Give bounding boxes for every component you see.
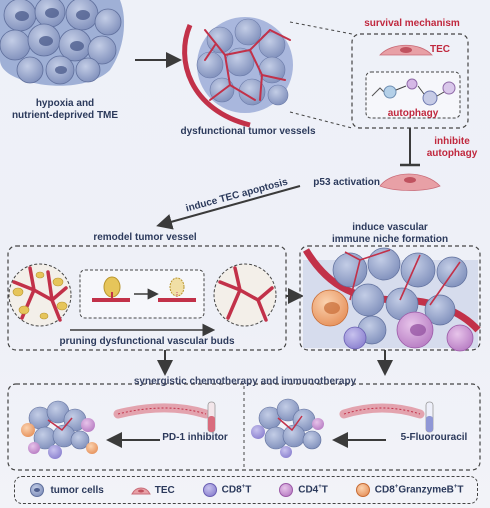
synergistic-box <box>7 383 481 471</box>
legend-cd8-granzymeb-t: CD8+GranzymeB+T <box>355 483 464 497</box>
cd4-t-cell-icon <box>279 483 294 497</box>
pruning-detail-icons <box>92 276 196 302</box>
niche-box <box>299 245 481 351</box>
arrow-induce-apoptosis <box>156 185 301 230</box>
label-pruning: pruning dysfunctional vascular buds <box>59 336 235 347</box>
tumor-pd1-treated <box>21 400 98 459</box>
legend-tec: TEC <box>130 483 175 497</box>
immune-niche-illustration <box>302 247 481 352</box>
label-autophagy: autophagy <box>387 108 439 119</box>
legend-cd8-tail: T <box>245 484 252 496</box>
tme-tumor-cluster <box>0 0 125 86</box>
vessel-with-buds <box>8 263 72 327</box>
tumor-fu-treated <box>251 398 324 458</box>
vessel-pruned <box>213 263 277 327</box>
remodel-box <box>7 245 287 351</box>
legend-gz-sup2: + <box>453 484 458 491</box>
legend-gz-mid: GranzymeB <box>398 484 454 496</box>
label-p53-activation: p53 activation <box>313 177 380 188</box>
legend-cd4-t: CD4+T <box>278 483 328 497</box>
autophagy-box <box>365 71 461 119</box>
legend-cd8-sup: + <box>241 484 246 491</box>
label-inhibit-autophagy: inhibite autophagy <box>426 136 478 159</box>
legend-tumor-cells-label: tumor cells <box>50 484 104 496</box>
label-tec: TEC <box>430 44 450 55</box>
tumor-cell-icon <box>30 483 45 497</box>
legend-cd8-t: CD8+T <box>202 483 252 497</box>
legend-cd4-tail: T <box>321 484 328 496</box>
legend-gz-tail: T <box>457 484 464 496</box>
cd8-t-cell-icon <box>202 483 217 497</box>
label-survival-mechanism: survival mechanism <box>364 18 460 29</box>
label-synergistic: synergistic chemotherapy and immunothera… <box>133 376 357 387</box>
label-fluorouracil: 5-Fluorouracil <box>400 432 468 443</box>
cd8-granzymeb-t-cell-icon <box>355 483 370 497</box>
fu-vessel <box>339 403 425 419</box>
fluorouracil-tube <box>425 401 434 433</box>
label-induce-niche: induce vascular immune niche formation <box>331 222 449 245</box>
legend-tumor-cells: tumor cells <box>28 483 104 497</box>
legend-cd4-sup: + <box>318 484 322 491</box>
pd1-vessel <box>113 403 211 419</box>
legend-tec-label: TEC <box>154 484 175 496</box>
label-dysfunctional-vessels: dysfunctional tumor vessels <box>180 126 316 137</box>
legend-gz-sup: + <box>394 484 399 491</box>
legend: tumor cells TEC CD8+T CD4+T CD8+Granzyme… <box>14 476 478 504</box>
tec-cell-p53 <box>379 173 441 191</box>
pd1-inhibitor-tube <box>207 401 216 433</box>
label-tme: hypoxia and nutrient-deprived TME <box>11 98 119 121</box>
tec-cell-survival <box>379 44 433 56</box>
tec-icon <box>130 487 151 495</box>
legend-cd4-label: CD4 <box>298 484 319 496</box>
legend-gz-label: CD8 <box>374 484 395 496</box>
tumor-vessel-sphere <box>182 17 293 128</box>
autophagy-icon <box>371 78 456 106</box>
legend-cd8-label: CD8 <box>221 484 242 496</box>
label-remodel-tumor-vessel: remodel tumor vessel <box>93 232 197 243</box>
label-pd1-inhibitor: PD-1 inhibitor <box>162 432 228 443</box>
